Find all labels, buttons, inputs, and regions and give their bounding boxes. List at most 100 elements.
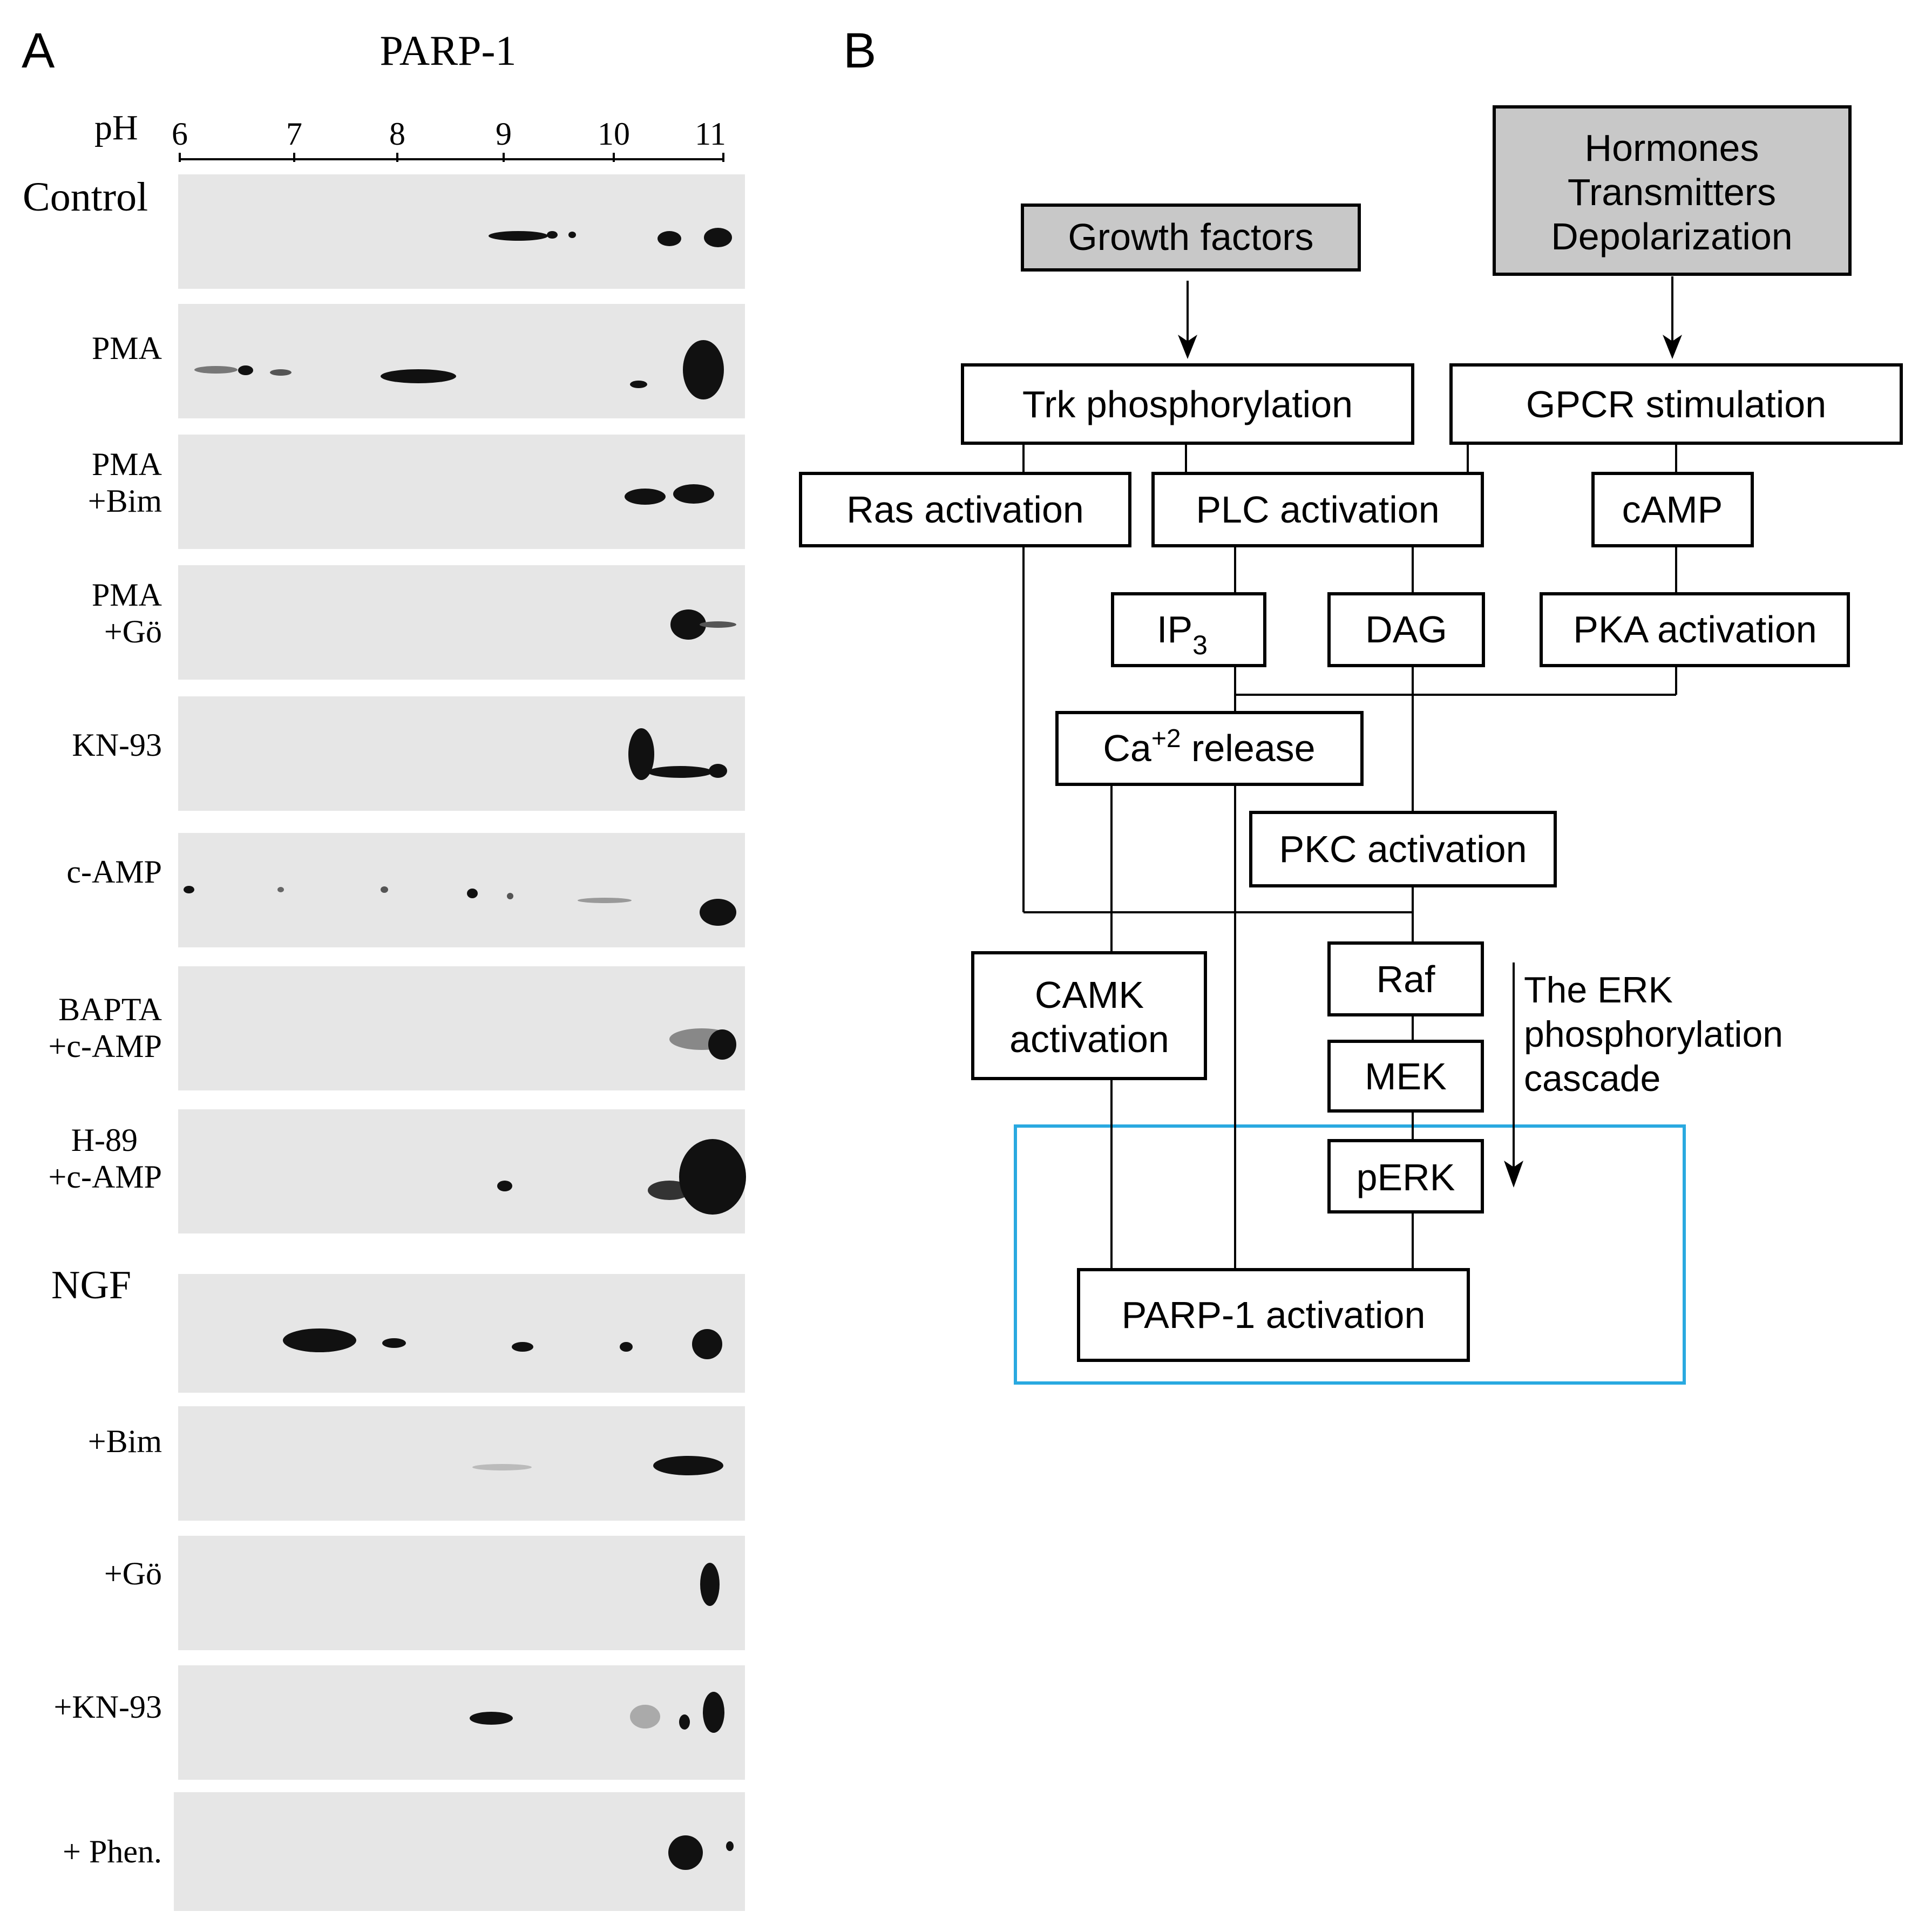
blot-spot — [568, 232, 576, 238]
blot-spot — [512, 1342, 533, 1352]
blot-spot — [704, 228, 732, 247]
blot-spot — [700, 621, 736, 628]
blot-spot — [692, 1329, 722, 1359]
blot-spot — [630, 381, 647, 388]
blot-spot — [679, 1714, 690, 1730]
blot-strip — [178, 1406, 745, 1521]
ip3-box — [1111, 592, 1266, 667]
camp-box — [1591, 472, 1754, 547]
parp-activation-label: PARP-1 activation — [1122, 1294, 1426, 1336]
blot-spot — [683, 340, 724, 399]
ph-tick-label: 11 — [695, 116, 726, 152]
blot-spot — [703, 1692, 724, 1733]
ca-release-text: release — [1181, 727, 1316, 769]
blot-spot — [381, 369, 456, 383]
ph-tick-label: 7 — [286, 116, 302, 152]
lane-label: +c-AMP — [49, 1028, 162, 1064]
blot-spot — [194, 366, 238, 374]
blot-spot — [673, 484, 714, 504]
lane-label: H-89 — [71, 1122, 138, 1158]
blot-strip — [178, 833, 745, 947]
raf-label: Raf — [1377, 958, 1435, 1000]
boxes — [799, 105, 1903, 1362]
dag-box — [1327, 592, 1485, 667]
ca-superscript: +2 — [1151, 724, 1181, 753]
parp-activation-box — [1077, 1268, 1470, 1362]
lane-label: BAPTA — [58, 992, 162, 1027]
lane-label: PMA — [92, 446, 162, 482]
ip3-main: IP — [1157, 608, 1192, 650]
lane-label: PMA — [92, 330, 162, 366]
lane-label: + Phen. — [63, 1834, 162, 1869]
lane-label: KN-93 — [72, 727, 162, 763]
ph-axis: pH 6 7 8 9 10 11 — [94, 108, 726, 162]
perk-box — [1327, 1139, 1484, 1214]
panel-b: B — [799, 23, 1903, 1385]
blot-spot — [628, 728, 654, 780]
blot-strip — [178, 1665, 745, 1780]
camp-label: cAMP — [1622, 489, 1723, 531]
mek-box — [1327, 1040, 1484, 1113]
lane-label: +c-AMP — [49, 1159, 162, 1195]
blot-spot — [470, 1712, 513, 1725]
blot-spot — [381, 886, 388, 893]
blot-strip — [178, 565, 745, 680]
camk-box — [971, 951, 1207, 1080]
box-labels: Growth factors Hormones Transmitters Dep… — [846, 127, 1826, 1336]
blot-strip — [178, 1274, 745, 1393]
ph-label: pH — [94, 108, 138, 147]
blot-spot — [472, 1464, 532, 1470]
erk-note: The ERK phosphorylation cascade — [1524, 970, 1783, 1099]
growth-factors-label: Growth factors — [1068, 216, 1313, 258]
lane-label: +Gö — [104, 614, 162, 649]
trk-label: Trk phosphorylation — [1022, 383, 1353, 425]
blot-spot — [700, 1563, 720, 1606]
panel-a-label: A — [22, 23, 55, 78]
panel-a: A PARP-1 pH 6 7 8 9 10 11 — [22, 23, 746, 1911]
parp-highlight-box — [1014, 1124, 1686, 1385]
lane-label: Control — [23, 174, 148, 220]
camk-label: CAMK — [1035, 974, 1144, 1016]
perk-label: pERK — [1357, 1156, 1455, 1198]
lane-label: +Gö — [104, 1556, 162, 1591]
ph-tick-label: 9 — [496, 116, 512, 152]
blot-spot — [648, 766, 713, 778]
erk-cascade-arrowhead — [1504, 1161, 1523, 1188]
blot-spot — [657, 231, 681, 246]
ras-label: Ras activation — [846, 489, 1084, 531]
lane-label: +KN-93 — [54, 1689, 162, 1725]
hormones-box — [1493, 105, 1852, 276]
ras-box — [799, 472, 1131, 547]
ip3-subscript: 3 — [1192, 630, 1208, 660]
lane-labels: Control PMA PMA +Bim PMA +Gö KN-93 c-AMP… — [23, 174, 162, 1869]
blot-spots — [184, 228, 746, 1870]
blot-spot — [726, 1841, 734, 1851]
blot-spot — [700, 899, 736, 926]
hormones-label: Hormones — [1585, 127, 1759, 169]
blot-spot — [497, 1181, 512, 1191]
blot-spot — [620, 1342, 633, 1352]
blot-strip — [178, 696, 745, 811]
arrowheads — [1178, 335, 1682, 1188]
blot-spot — [625, 489, 666, 505]
erk-note-line: cascade — [1524, 1058, 1660, 1099]
lane-label: NGF — [51, 1263, 131, 1307]
lane-label: PMA — [92, 577, 162, 613]
blot-spot — [270, 369, 292, 376]
erk-note-line: The ERK — [1524, 970, 1673, 1011]
blot-strip — [178, 174, 745, 289]
dag-label: DAG — [1365, 608, 1447, 650]
blot-spot — [709, 764, 727, 778]
blot-spot — [184, 886, 194, 893]
ph-tick-label: 8 — [389, 116, 405, 152]
ph-tick-label: 6 — [172, 116, 188, 152]
lane-label: +Bim — [88, 1423, 162, 1459]
panel-b-label: B — [843, 23, 876, 78]
blot-spot — [578, 898, 632, 903]
ca-release-box — [1055, 711, 1364, 786]
blot-spot — [679, 1139, 746, 1215]
gpcr-box — [1449, 363, 1903, 445]
blot-spot — [653, 1456, 723, 1475]
blot-spot — [708, 1029, 736, 1060]
